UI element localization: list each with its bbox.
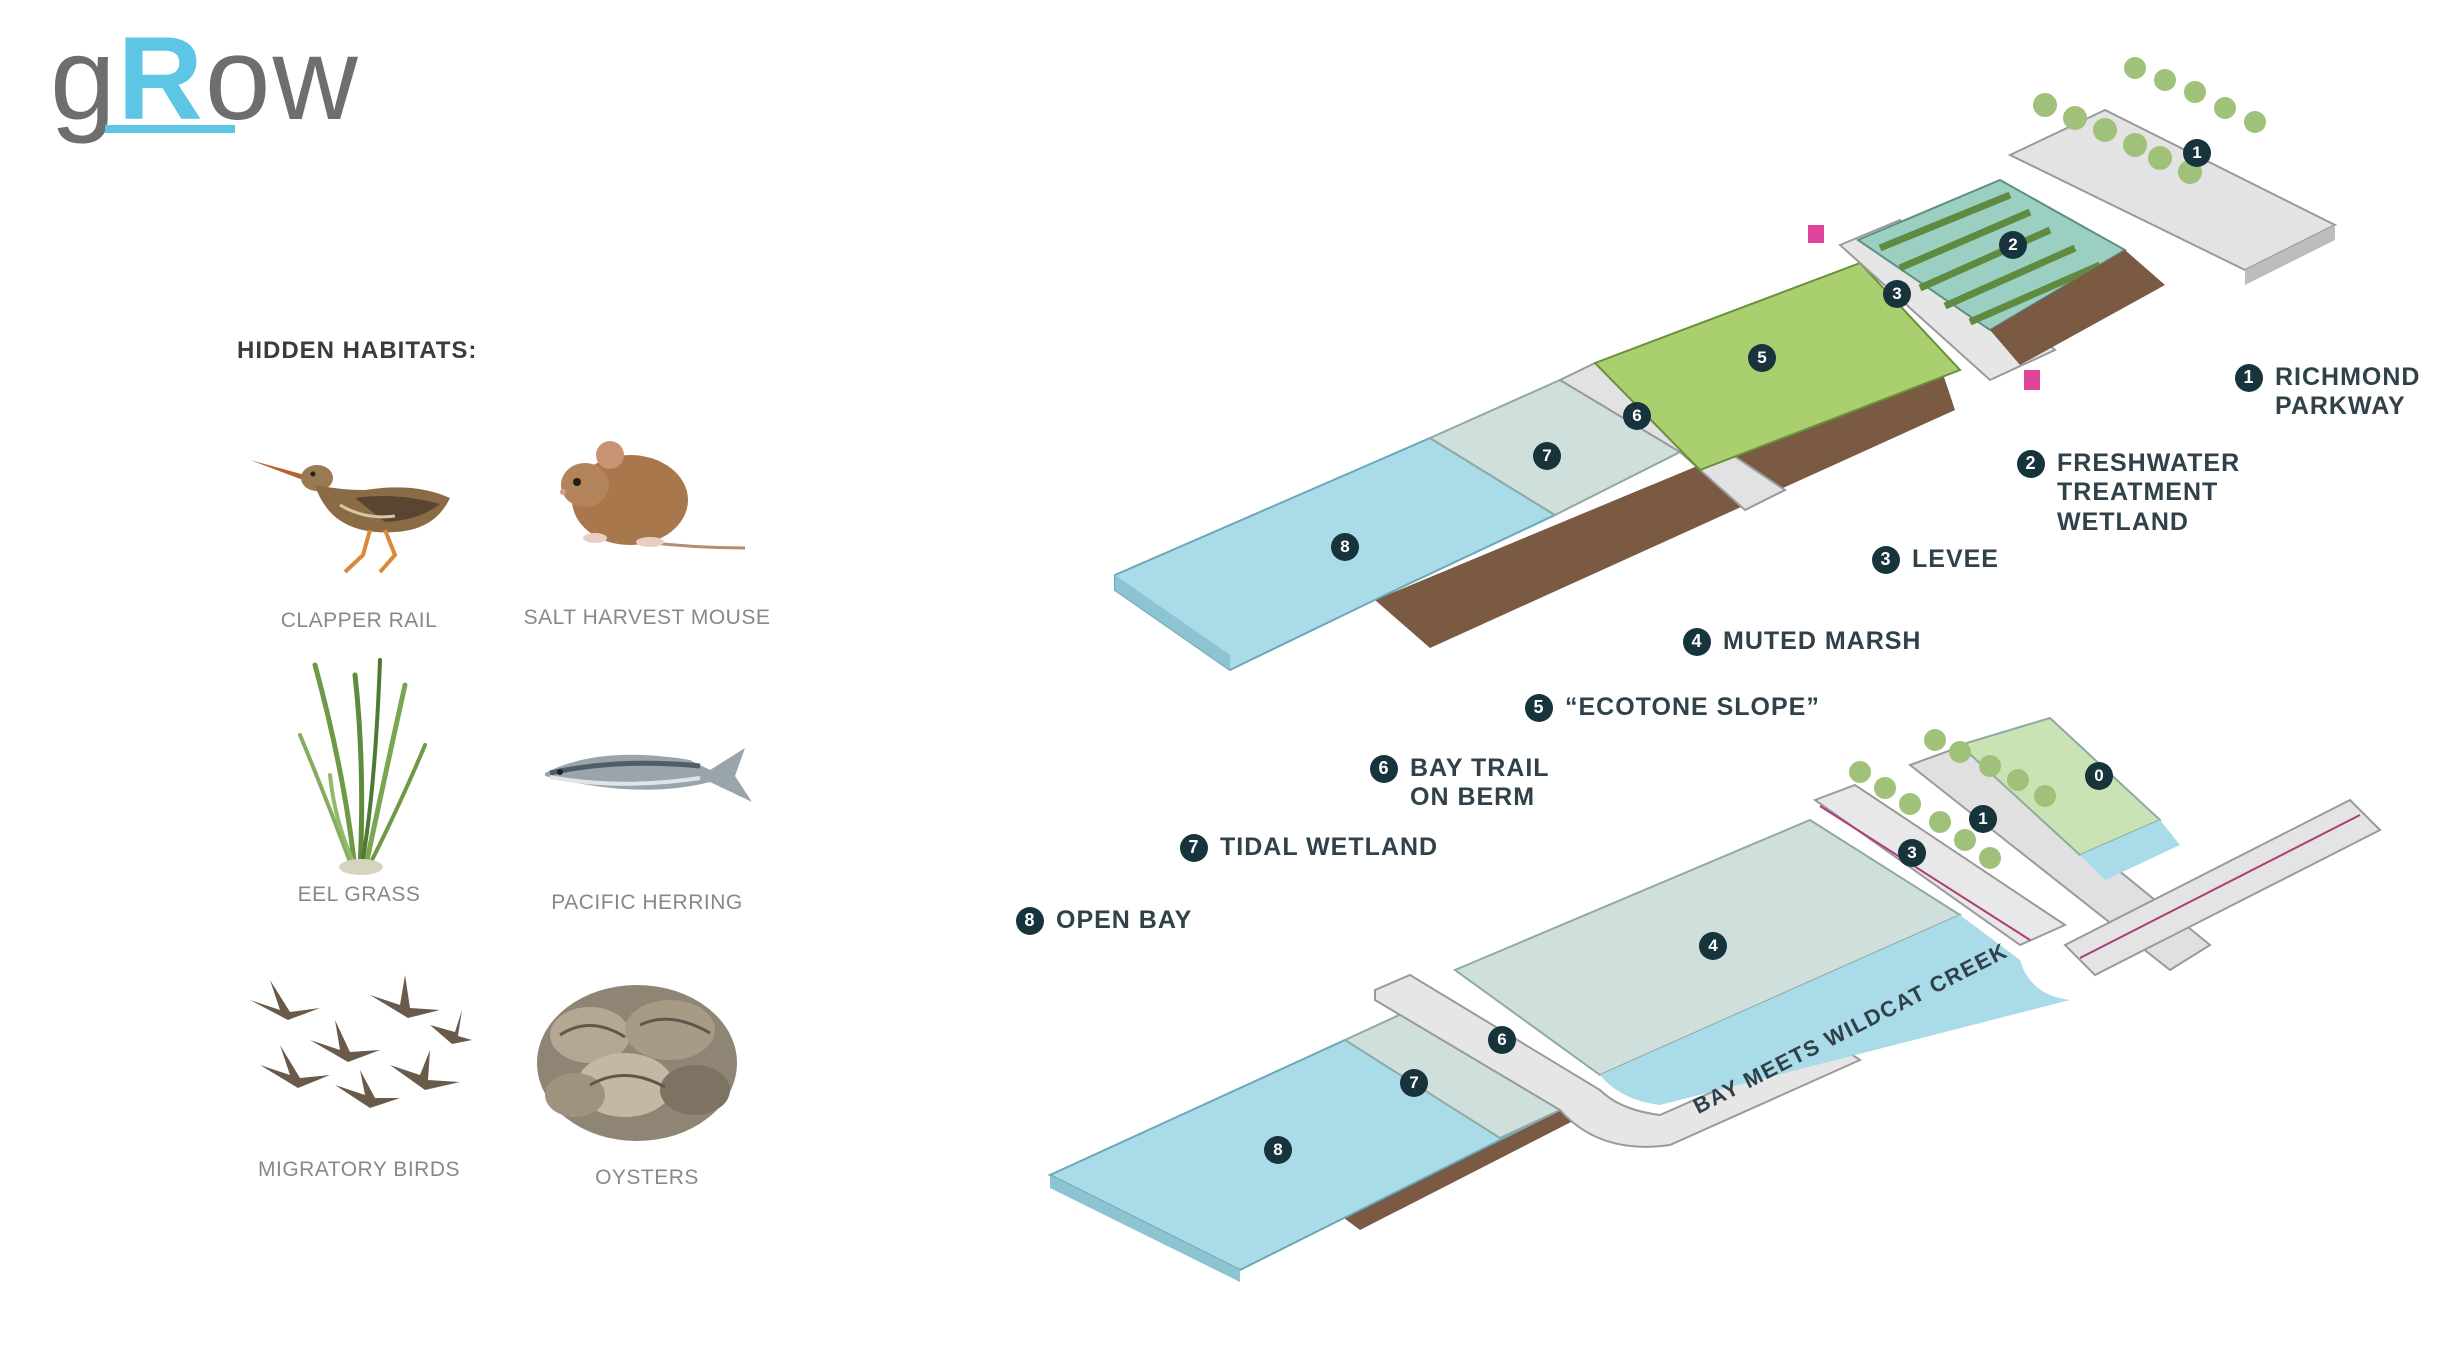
hidden-habitats-title: HIDDEN HABITATS: xyxy=(237,337,478,364)
bottom-marker-7: 7 xyxy=(1400,1069,1428,1097)
legend-item-levee: 3 LEVEE xyxy=(1872,545,1999,574)
legend-item-open-bay: 8 OPEN BAY xyxy=(1016,906,1192,935)
pacific-herring-icon xyxy=(545,748,752,802)
legend-label-2: FRESHWATER TREATMENT WETLAND xyxy=(2057,449,2241,536)
legend-item-bay-trail-on-berm: 6 BAY TRAIL ON BERM xyxy=(1370,754,1550,813)
legend-number-8: 8 xyxy=(1016,907,1044,935)
legend-number-7: 7 xyxy=(1180,834,1208,862)
legend-item-richmond-parkway: 1 RICHMOND PARKWAY xyxy=(2235,363,2421,422)
logo-letter-g: g xyxy=(50,13,118,145)
top-marker-3: 3 xyxy=(1883,280,1911,308)
legend-number-4: 4 xyxy=(1683,628,1711,656)
bottom-marker-1: 1 xyxy=(1969,805,1997,833)
habitat-label-migratory-birds: MIGRATORY BIRDS xyxy=(258,1158,460,1181)
bottom-marker-6: 6 xyxy=(1488,1026,1516,1054)
legend-label-6: BAY TRAIL ON BERM xyxy=(1410,754,1550,812)
bottom-marker-0: 0 xyxy=(2085,762,2113,790)
habitat-label-salt-harvest-mouse: SALT HARVEST MOUSE xyxy=(523,606,771,629)
legend-item-muted-marsh: 4 MUTED MARSH xyxy=(1683,627,1922,656)
top-marker-1: 1 xyxy=(2183,139,2211,167)
legend-number-5: 5 xyxy=(1525,694,1553,722)
legend-item-freshwater-treatment-wetland: 2 FRESHWATER TREATMENT WETLAND xyxy=(2017,449,2240,537)
bottom-section-diagram xyxy=(1047,716,2382,1282)
migratory-birds-icon xyxy=(250,975,472,1108)
legend-label-1: RICHMOND PARKWAY xyxy=(2275,363,2421,421)
eel-grass-icon xyxy=(298,658,427,875)
top-marker-6: 6 xyxy=(1623,402,1651,430)
bottom-marker-3: 3 xyxy=(1898,839,1926,867)
top-marker-5: 5 xyxy=(1748,344,1776,372)
bottom-marker-8: 8 xyxy=(1264,1136,1292,1164)
top-marker-8: 8 xyxy=(1331,533,1359,561)
legend-number-1: 1 xyxy=(2235,364,2263,392)
habitat-label-clapper-rail: CLAPPER RAIL xyxy=(280,609,438,632)
legend-item-ecotone-slope: 5 “ECOTONE SLOPE” xyxy=(1525,693,1820,722)
legend-label-8: OPEN BAY xyxy=(1056,906,1193,934)
logo-letter-ow: ow xyxy=(204,13,360,145)
legend-number-3: 3 xyxy=(1872,546,1900,574)
salt-harvest-mouse-icon xyxy=(560,441,746,550)
legend-label-3: LEVEE xyxy=(1912,545,1999,573)
bottom-marker-4: 4 xyxy=(1699,932,1727,960)
legend-item-tidal-wetland: 7 TIDAL WETLAND xyxy=(1180,833,1438,862)
legend-label-5: “ECOTONE SLOPE” xyxy=(1565,693,1820,721)
top-section-diagram xyxy=(1114,57,2338,672)
clapper-rail-icon xyxy=(250,460,450,574)
habitat-label-pacific-herring: PACIFIC HERRING xyxy=(551,891,743,914)
oysters-icon xyxy=(537,985,737,1141)
logo-underline xyxy=(105,125,235,133)
grow-logo: gRow xyxy=(50,20,360,138)
legend-number-6: 6 xyxy=(1370,755,1398,783)
legend-label-7: TIDAL WETLAND xyxy=(1220,833,1439,861)
habitat-label-eel-grass: EEL GRASS xyxy=(297,883,421,906)
legend-number-2: 2 xyxy=(2017,450,2045,478)
logo-letter-r: R xyxy=(117,13,205,145)
top-marker-7: 7 xyxy=(1533,442,1561,470)
legend-label-4: MUTED MARSH xyxy=(1723,627,1922,655)
habitat-label-oysters: OYSTERS xyxy=(595,1166,699,1189)
top-marker-2: 2 xyxy=(1999,231,2027,259)
